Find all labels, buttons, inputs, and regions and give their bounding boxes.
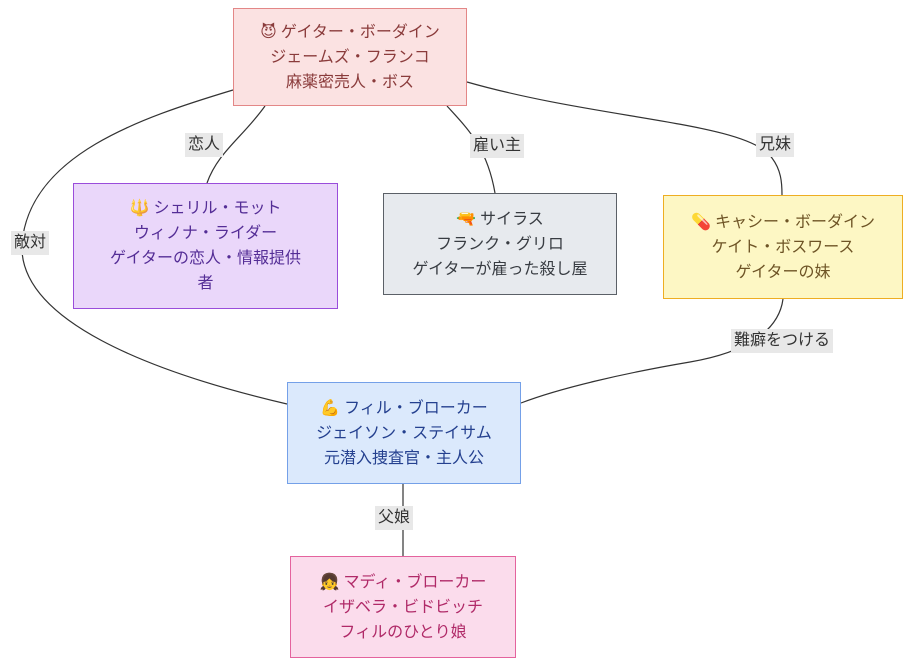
node-gator: 😈ゲイター・ボーダイン ジェームズ・フランコ 麻薬密売人・ボス: [233, 8, 467, 106]
character-role: 麻薬密売人・ボス: [285, 73, 414, 91]
character-name: シェリル・モット: [153, 200, 282, 217]
edge-label-father-daughter: 父娘: [374, 506, 414, 530]
character-name: マディ・ブローカー: [343, 573, 487, 591]
edge-label-employer: 雇い主: [469, 134, 525, 158]
character-name: キャシー・ボーダイン: [714, 213, 875, 231]
actor-name: ジェイソン・ステイサム: [316, 424, 492, 442]
muscle-icon: 💪: [320, 399, 341, 417]
edge-label-hostility: 敵対: [10, 231, 50, 255]
pill-icon: 💊: [691, 213, 711, 231]
edge-label-quarrel: 難癖をつける: [730, 329, 834, 353]
character-name: サイラス: [480, 210, 544, 228]
edge-label-siblings: 兄妹: [755, 133, 795, 157]
pistol-icon: 🔫: [456, 210, 477, 228]
character-role: ゲイターが雇った殺し屋: [412, 260, 588, 278]
character-role: ゲイターの恋人・情報提供者: [109, 250, 302, 292]
node-cheryl-title: 🔱シェリル・モット: [130, 196, 282, 221]
node-gator-title: 😈ゲイター・ボーダイン: [260, 20, 440, 45]
character-name: ゲイター・ボーダイン: [280, 23, 440, 41]
node-maddy: 👧マディ・ブローカー イザベラ・ビドビッチ フィルのひとり娘: [290, 556, 516, 658]
node-phil-title: 💪フィル・ブローカー: [320, 396, 488, 421]
edge-lovers-line: [206, 105, 266, 184]
actor-name: イザベラ・ビドビッチ: [322, 598, 483, 616]
edge-siblings-line: [466, 81, 783, 196]
character-name: フィル・ブローカー: [344, 399, 488, 417]
character-role: フィルのひとり娘: [339, 623, 467, 641]
character-role: ゲイターの妹: [735, 263, 831, 281]
edge-quarrel-line: [520, 298, 784, 404]
character-role: 元潜入捜査官・主人公: [323, 449, 484, 467]
node-cassie: 💊キャシー・ボーダイン ケイト・ボスワース ゲイターの妹: [663, 195, 903, 299]
girl-icon: 👧: [319, 573, 340, 591]
node-cyrus-title: 🔫サイラス: [456, 207, 544, 232]
edge-label-lovers: 恋人: [184, 133, 224, 157]
node-cheryl: 🔱シェリル・モット ウィノナ・ライダー ゲイターの恋人・情報提供者: [73, 183, 338, 309]
devil-icon: 😈: [260, 23, 277, 41]
trident-icon: 🔱: [129, 200, 150, 217]
actor-name: フランク・グリロ: [436, 235, 564, 253]
node-phil: 💪フィル・ブローカー ジェイソン・ステイサム 元潜入捜査官・主人公: [287, 382, 521, 484]
node-cyrus: 🔫サイラス フランク・グリロ ゲイターが雇った殺し屋: [383, 193, 617, 295]
node-maddy-title: 👧マディ・ブローカー: [320, 570, 487, 595]
actor-name: ケイト・ボスワース: [711, 238, 855, 256]
actor-name: ジェームズ・フランコ: [270, 48, 430, 66]
node-cassie-title: 💊キャシー・ボーダイン: [691, 210, 875, 235]
actor-name: ウィノナ・ライダー: [133, 225, 278, 242]
